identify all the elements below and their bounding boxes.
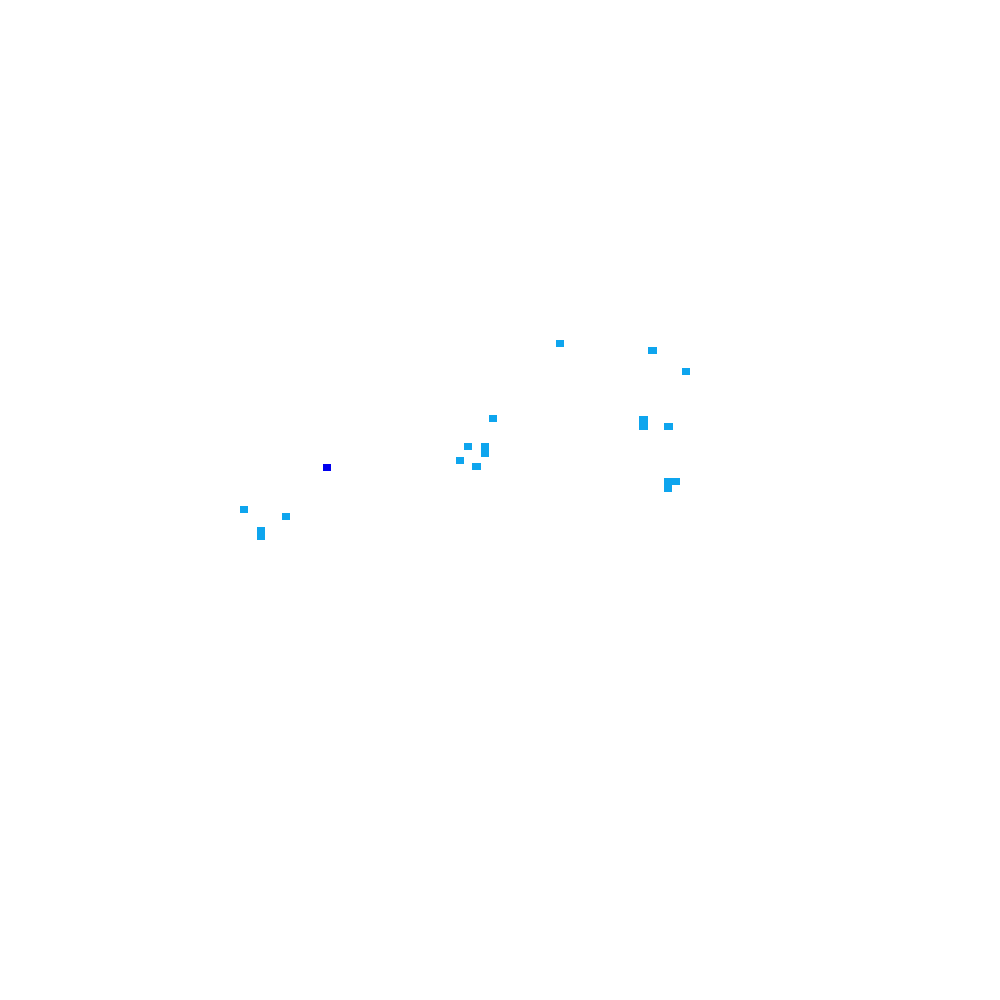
filled-cell xyxy=(464,443,472,450)
filled-cell xyxy=(664,423,673,430)
filled-cell xyxy=(639,416,648,430)
highlighted-cell xyxy=(323,464,331,471)
filled-cell xyxy=(664,478,680,485)
filled-cell xyxy=(240,506,248,513)
filled-cell xyxy=(257,533,265,540)
cell-layer xyxy=(240,340,690,540)
filled-cell xyxy=(489,415,497,422)
filled-cell xyxy=(556,340,564,347)
filled-cell xyxy=(456,457,464,464)
filled-cell xyxy=(282,513,290,520)
filled-cell xyxy=(682,368,690,375)
filled-cell xyxy=(472,463,481,470)
filled-cell xyxy=(648,347,657,354)
filled-cell xyxy=(481,443,489,457)
filled-cell xyxy=(664,485,672,492)
filled-cell xyxy=(257,527,265,534)
